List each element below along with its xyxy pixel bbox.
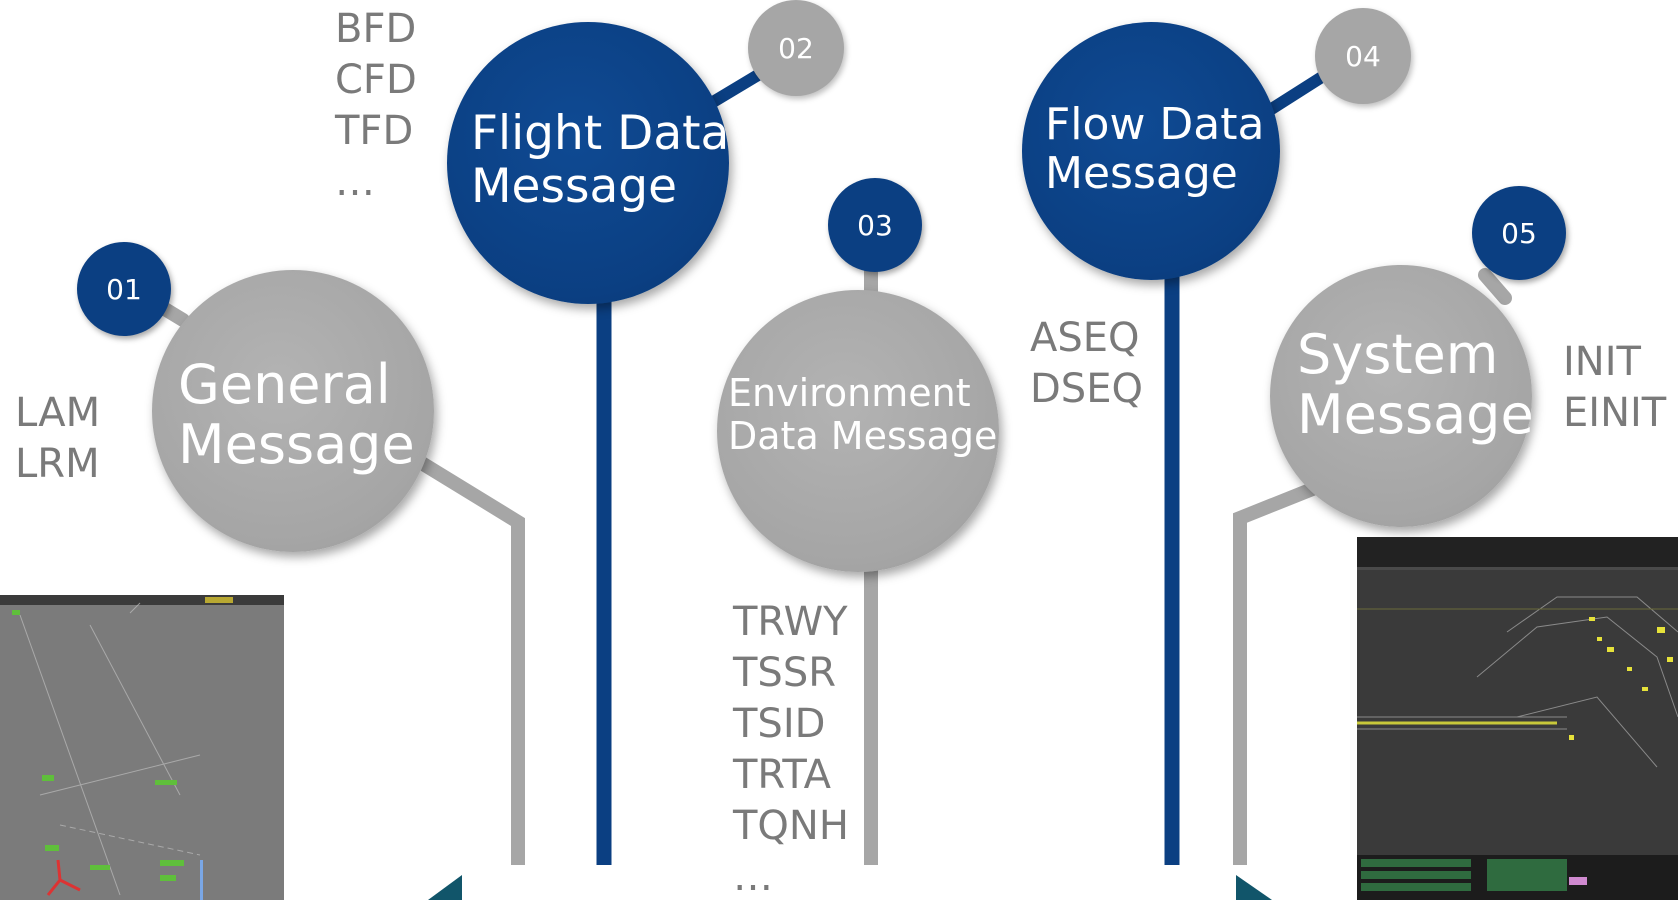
title-general-message: General Message	[178, 353, 415, 477]
code-item: DSEQ	[1030, 366, 1143, 412]
codes-system-message: INIT EINIT	[1563, 337, 1666, 439]
codes-flight-data-message: BFD CFD TFD …	[335, 4, 417, 208]
title-environment-data-message: Environment Data Message	[728, 372, 997, 457]
teal-corner-left	[428, 875, 462, 900]
title-line: Message	[1045, 148, 1238, 200]
badge-05: 05	[1472, 186, 1566, 280]
codes-general-message: LAM LRM	[15, 388, 100, 490]
code-item: CFD	[335, 57, 417, 103]
stem-05	[1233, 481, 1318, 865]
code-item: TQNH	[733, 803, 849, 849]
circle-general-message	[152, 270, 434, 552]
title-line: System	[1297, 323, 1499, 386]
code-item: INIT	[1563, 339, 1641, 385]
badge-connector-05	[1478, 268, 1512, 305]
badge-01: 01	[77, 242, 171, 336]
badge-connector-04	[1264, 69, 1331, 116]
codes-environment-data-message: TRWY TSSR TSID TRTA TQNH …	[733, 597, 849, 903]
radar-display-screenshot	[0, 595, 284, 900]
code-item: TRTA	[733, 752, 832, 798]
title-flight-data-message: Flight Data Message	[471, 106, 730, 214]
code-item: EINIT	[1563, 390, 1667, 436]
badge-02: 02	[748, 0, 844, 96]
code-item: TFD	[335, 108, 414, 154]
code-item: …	[335, 159, 375, 205]
code-item: …	[733, 854, 773, 900]
badge-04: 04	[1315, 8, 1411, 104]
code-item: BFD	[335, 6, 417, 52]
code-item: TSSR	[733, 650, 837, 696]
code-item: TSID	[733, 701, 826, 747]
teal-corner-right	[1236, 875, 1272, 900]
title-system-message: System Message	[1297, 323, 1534, 447]
code-item: ASEQ	[1030, 315, 1140, 361]
title-line: Message	[178, 413, 415, 477]
circle-system-message	[1270, 265, 1532, 527]
title-line: Message	[1297, 383, 1534, 447]
code-item: TRWY	[733, 599, 848, 645]
badge-connector-02	[707, 66, 769, 108]
airport-display-screenshot	[1357, 537, 1678, 900]
airport-display-graphic	[1357, 537, 1678, 900]
code-item: LAM	[15, 390, 101, 436]
badge-03: 03	[828, 178, 922, 272]
title-line: Message	[471, 158, 677, 214]
radar-display-graphic	[0, 595, 284, 900]
circle-flight-data-message	[447, 22, 729, 304]
code-item: LRM	[15, 441, 100, 487]
title-flow-data-message: Flow Data Message	[1045, 100, 1264, 199]
title-line: Flight Data	[471, 106, 730, 161]
circle-flow-data-message	[1022, 22, 1280, 280]
circle-environment-data-message	[717, 290, 999, 572]
codes-flow-data-message: ASEQ DSEQ	[1030, 313, 1143, 415]
title-line: General	[178, 353, 391, 416]
stem-01	[416, 456, 525, 865]
title-line: Environment	[728, 371, 971, 415]
title-line: Flow Data	[1045, 99, 1265, 150]
title-line: Data Message	[728, 413, 998, 458]
